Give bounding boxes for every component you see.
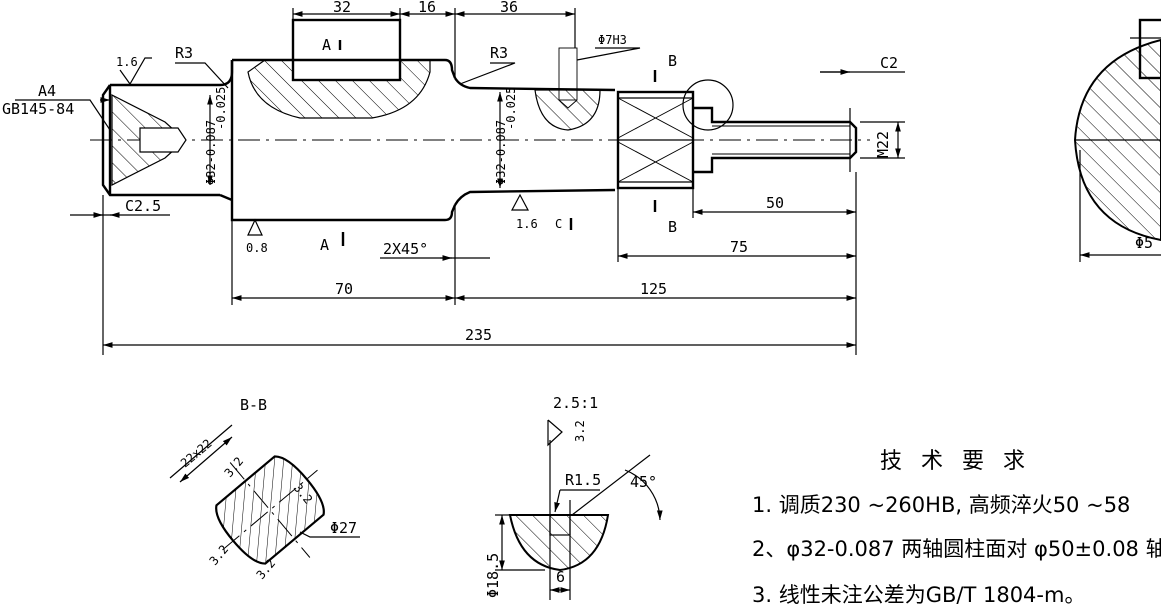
label-gb145: GB145-84 bbox=[2, 100, 74, 118]
dim-50: 50 bbox=[766, 194, 784, 212]
roughness-1-6-left: 1.6 bbox=[116, 55, 138, 69]
section-bb-view bbox=[169, 424, 360, 565]
dim-6: 6 bbox=[556, 568, 565, 586]
dimension-lines bbox=[15, 8, 905, 355]
dim-r3-left: R3 bbox=[175, 44, 193, 62]
dim-32: 32 bbox=[333, 0, 351, 16]
dim-phi32-left: Φ32-0.087 bbox=[204, 120, 218, 185]
dim-235: 235 bbox=[465, 326, 492, 344]
dim-m22: M22 bbox=[874, 131, 892, 158]
dim-phi7h3: Φ7H3 bbox=[598, 33, 627, 47]
requirement-2: 2、φ32-0.087 两轴圆柱面对 φ50±0.08 轴线的 bbox=[752, 537, 1161, 561]
dim-phi18-5: Φ18.5 bbox=[484, 553, 502, 598]
label-section-bb: B-B bbox=[240, 396, 267, 414]
end-view-partial bbox=[1073, 18, 1161, 262]
tech-requirements-title: 技 术 要 求 bbox=[880, 449, 1031, 474]
label-section-b-bot: B bbox=[668, 218, 677, 236]
roughness-0-8: 0.8 bbox=[246, 241, 268, 255]
dim-45deg: 45° bbox=[630, 473, 657, 491]
label-section-a-bot: A bbox=[320, 236, 329, 254]
dim-125: 125 bbox=[640, 280, 667, 298]
dim-phi27: Φ27 bbox=[330, 519, 357, 537]
dim-tol-left: -0.025 bbox=[214, 87, 228, 130]
requirement-3: 3. 线性未注公差为GB/T 1804-m。 bbox=[752, 583, 1085, 607]
dim-75: 75 bbox=[730, 238, 748, 256]
label-scale: 2.5:1 bbox=[553, 394, 598, 412]
dim-36: 36 bbox=[500, 0, 518, 16]
roughness-3-2-e: 3.2 bbox=[573, 420, 587, 442]
dim-r1-5: R1.5 bbox=[565, 471, 601, 489]
section-cut-marks bbox=[338, 40, 657, 246]
dim-c2: C2 bbox=[880, 54, 898, 72]
label-a4: A4 bbox=[38, 82, 56, 100]
dim-phi5: Φ5 bbox=[1135, 234, 1153, 252]
label-section-c: C bbox=[555, 217, 562, 231]
dim-phi32-mid: Φ32-0.087 bbox=[494, 120, 508, 185]
dim-16: 16 bbox=[418, 0, 436, 16]
label-section-a-top: A bbox=[322, 36, 331, 54]
roughness-1-6-mid: 1.6 bbox=[516, 217, 538, 231]
dim-2x45: 2X45° bbox=[383, 240, 428, 258]
requirement-1: 1. 调质230 ~260HB, 高频淬火50 ~58 bbox=[752, 493, 1130, 517]
label-section-b-top: B bbox=[668, 52, 677, 70]
dim-70: 70 bbox=[335, 280, 353, 298]
roughness-3-2-a: 3.2 bbox=[222, 454, 247, 480]
dim-r3-right: R3 bbox=[490, 44, 508, 62]
dim-22x22: 22x22 bbox=[178, 436, 215, 470]
dim-tol-mid: -0.025 bbox=[504, 87, 518, 130]
roughness-symbols bbox=[119, 57, 529, 236]
detail-view bbox=[495, 419, 663, 600]
dim-c2-5: C2.5 bbox=[125, 197, 161, 215]
